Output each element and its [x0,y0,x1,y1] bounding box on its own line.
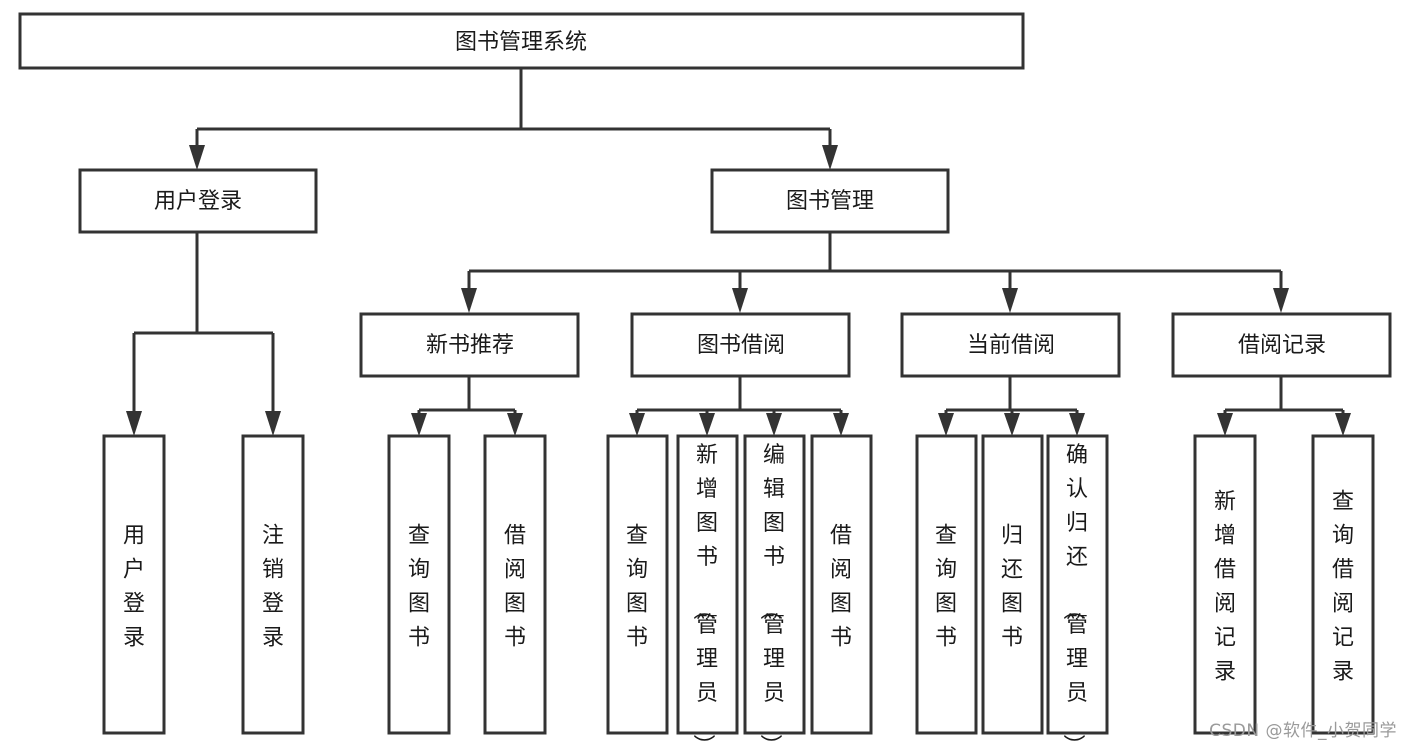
node-leaf-add-record-box[interactable] [1193,434,1257,735]
node-leaf-query-book-1-label: 查询图书 [408,524,430,651]
node-leaf-confirm-return[interactable]: 确认归还（管理员） [1046,434,1109,747]
node-leaf-user-login-label: 用户登录 [123,524,145,651]
arrow-to-current-borrow [1002,288,1018,313]
node-user-login[interactable]: 用户登录 [78,168,318,234]
node-book-borrow[interactable]: 图书借阅 [630,312,851,378]
node-leaf-user-login-box[interactable] [102,434,166,735]
node-leaf-add-record-label: 新增借阅记录 [1214,490,1236,685]
node-new-book-rec[interactable]: 新书推荐 [359,312,580,378]
watermark: CSDN @软件_小贺同学 [1209,721,1397,741]
connector-newbook-bus [417,376,517,421]
connector-userlogin-bus [132,232,275,421]
node-user-login-box[interactable] [78,168,318,234]
node-leaf-borrow-book-2-box[interactable] [810,434,873,735]
arrow-to-leaf-borrow-book-2 [833,413,849,436]
node-leaf-return-book-label: 归还图书 [1001,524,1023,651]
node-leaf-logout-box[interactable] [241,434,305,735]
arrow-to-user-login [189,145,205,170]
node-leaf-return-book[interactable]: 归还图书 [981,434,1044,735]
node-root[interactable]: 图书管理系统 [18,12,1025,70]
node-leaf-add-record[interactable]: 新增借阅记录 [1193,434,1257,735]
node-leaf-logout[interactable]: 注销登录 [241,434,305,735]
node-book-manage-box[interactable] [710,168,950,234]
arrow-to-book-borrow [732,288,748,313]
arrow-to-borrow-record [1273,288,1289,313]
node-leaf-query-book-3-label: 查询图书 [935,524,957,651]
connector-bookborrow-bus [635,376,843,421]
node-leaf-add-book[interactable]: 新增图书（管理员） [676,434,739,747]
node-new-book-rec-box[interactable] [359,312,580,378]
node-current-borrow-box[interactable] [900,312,1121,378]
arrow-to-leaf-query-record [1335,413,1351,436]
arrow-to-leaf-query-book-1 [411,413,427,436]
arrow-to-leaf-confirm-return [1069,413,1085,436]
connector-bookmanage-bus [467,232,1283,298]
node-borrow-record[interactable]: 借阅记录 [1171,312,1392,378]
node-leaf-query-record[interactable]: 查询借阅记录 [1311,434,1375,735]
node-leaf-query-record-label: 查询借阅记录 [1332,490,1354,685]
node-leaf-borrow-book-1[interactable]: 借阅图书 [483,434,547,735]
node-root-box[interactable] [18,12,1025,70]
node-leaf-confirm-return-label: 确认归还（管理员） [1060,443,1088,747]
node-new-book-rec-label: 新书推荐 [426,333,514,358]
node-book-borrow-label: 图书借阅 [697,333,785,358]
node-book-manage[interactable]: 图书管理 [710,168,950,234]
connector-layer [126,68,1351,436]
node-leaf-edit-book-box[interactable] [743,434,806,735]
node-leaf-edit-book[interactable]: 编辑图书（管理员） [743,434,806,747]
node-book-manage-label: 图书管理 [786,189,874,214]
connector-borrowrecord-bus [1223,376,1345,421]
arrow-to-new-book-rec [461,288,477,313]
node-leaf-borrow-book-1-box[interactable] [483,434,547,735]
arrow-to-leaf-add-book [699,413,715,436]
node-leaf-user-login[interactable]: 用户登录 [102,434,166,735]
leaf-layer: 用户登录 注销登录 查询图书 借阅图书 查询图书 新增图书（管理员） [102,434,1375,747]
arrow-to-leaf-return-book [1004,413,1020,436]
arrow-to-leaf-edit-book [766,413,782,436]
node-user-login-label: 用户登录 [154,189,242,214]
connector-root-bus [195,68,832,155]
node-book-borrow-box[interactable] [630,312,851,378]
arrow-to-leaf-borrow-book-1 [507,413,523,436]
node-leaf-query-book-2-box[interactable] [606,434,669,735]
node-leaf-borrow-book-2[interactable]: 借阅图书 [810,434,873,735]
node-leaf-edit-book-label: 编辑图书（管理员） [757,443,785,747]
node-leaf-query-book-2-label: 查询图书 [626,524,648,651]
arrow-to-leaf-query-book-3 [938,413,954,436]
node-leaf-return-book-box[interactable] [981,434,1044,735]
node-borrow-record-label: 借阅记录 [1238,333,1326,358]
node-leaf-add-book-label: 新增图书（管理员） [690,443,718,747]
arrow-to-leaf-logout [265,411,281,436]
node-leaf-add-book-box[interactable] [676,434,739,735]
node-root-label: 图书管理系统 [455,30,587,55]
node-leaf-query-book-1-box[interactable] [387,434,451,735]
node-leaf-confirm-return-box[interactable] [1046,434,1109,735]
node-leaf-query-book-3-box[interactable] [915,434,978,735]
node-leaf-query-record-box[interactable] [1311,434,1375,735]
node-leaf-logout-label: 注销登录 [262,524,284,651]
arrow-to-leaf-add-record [1217,413,1233,436]
node-leaf-borrow-book-1-label: 借阅图书 [504,524,526,651]
node-current-borrow-label: 当前借阅 [967,333,1055,358]
node-leaf-borrow-book-2-label: 借阅图书 [830,524,852,651]
node-leaf-query-book-1[interactable]: 查询图书 [387,434,451,735]
arrow-to-leaf-query-book-2 [629,413,645,436]
arrow-to-leaf-user-login [126,411,142,436]
node-leaf-query-book-2[interactable]: 查询图书 [606,434,669,735]
arrow-to-book-manage [822,145,838,170]
node-borrow-record-box[interactable] [1171,312,1392,378]
node-current-borrow[interactable]: 当前借阅 [900,312,1121,378]
node-leaf-query-book-3[interactable]: 查询图书 [915,434,978,735]
